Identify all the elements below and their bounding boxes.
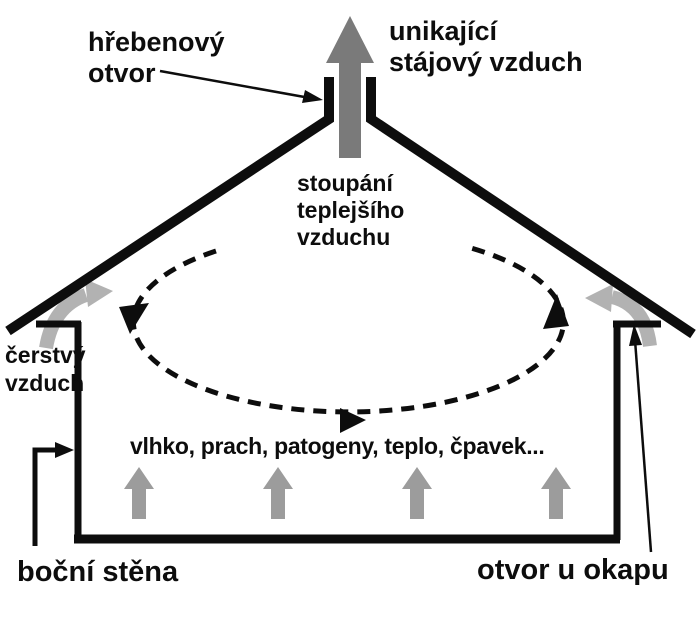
circulation-arrowhead-right-up xyxy=(543,294,569,329)
fresh-air-label: čerstvý vzduch xyxy=(5,342,86,396)
up-arrow-icon xyxy=(541,467,571,519)
building-outline xyxy=(5,77,696,544)
roof-left-slope xyxy=(5,77,334,336)
left-wall xyxy=(36,320,82,540)
pointer-ridge-opening xyxy=(159,69,323,103)
roof-right-slope xyxy=(366,77,696,339)
emissions-label: vlhko, prach, patogeny, teplo, čpavek... xyxy=(130,433,545,459)
circulation-arrowhead-bottom-right xyxy=(340,408,366,433)
pointer-eave-opening xyxy=(629,324,653,553)
eave-inlet-arrow-right xyxy=(585,284,657,348)
circulation-loop-dashed xyxy=(130,245,566,415)
right-wall xyxy=(613,320,661,540)
up-arrow-icon xyxy=(402,467,432,519)
ridge-exhaust-arrow xyxy=(326,16,374,158)
eave-inlet-arrow-left xyxy=(39,279,113,350)
circulation-arrowhead-left-down xyxy=(119,303,149,334)
ridge-opening-label: hřebenový otvor xyxy=(88,27,225,88)
up-arrow-icon xyxy=(124,467,154,519)
side-wall-label: boční stěna xyxy=(17,556,179,588)
floor-emission-arrows xyxy=(124,467,571,519)
up-arrow-icon xyxy=(263,467,293,519)
eave-opening-label: otvor u okapu xyxy=(477,554,669,586)
rising-warm-air-label: stoupání teplejšího vzduchu xyxy=(297,170,405,250)
pointer-side-wall xyxy=(32,442,74,546)
escaping-air-label: unikající stájový vzduch xyxy=(389,16,583,77)
